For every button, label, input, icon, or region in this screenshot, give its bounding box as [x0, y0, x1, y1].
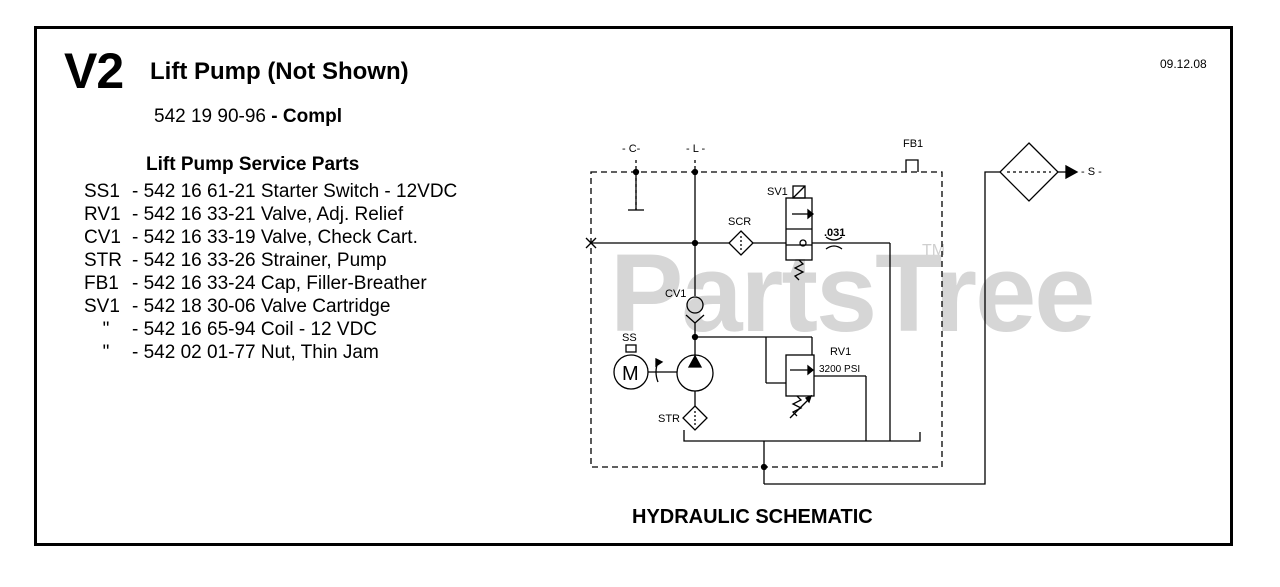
part-desc: - 542 02 01-77 Nut, Thin Jam — [132, 342, 379, 363]
rv1-label: RV1 — [830, 346, 851, 358]
assembly-part-number: 542 19 90-96 - Compl — [154, 106, 342, 128]
str-strainer — [682, 405, 708, 431]
rv1-adjust-head — [804, 394, 813, 404]
list-item: RV1 - 542 16 33-21 Valve, Adj. Relief — [84, 203, 457, 226]
part-ref: " — [102, 342, 110, 363]
revision-date: 09.12.08 — [1160, 57, 1207, 71]
part-ref: SS1 — [84, 181, 120, 202]
scr-strainer — [728, 230, 754, 256]
part-ref: STR — [84, 250, 122, 271]
schematic-title: HYDRAULIC SCHEMATIC — [632, 506, 873, 528]
rv1-adjust — [789, 397, 811, 419]
fb1-label: FB1 — [903, 138, 923, 150]
service-parts-list: SS1 - 542 16 61-21 Starter Switch - 12VDC… — [84, 180, 457, 364]
port-c-label: - C- — [622, 143, 641, 155]
watermark: PartsTree — [610, 232, 1095, 355]
list-item: " - 542 16 65-94 Coil - 12 VDC — [84, 318, 457, 341]
return-node — [760, 463, 768, 471]
port-s-label: - S - — [1081, 166, 1102, 178]
sv1-check — [799, 239, 807, 247]
orifice-bottom — [825, 245, 843, 250]
part-desc: - 542 16 33-26 Strainer, Pump — [132, 250, 387, 271]
sv1-arrowhead — [807, 208, 815, 220]
port-l-label: - L - — [686, 143, 705, 155]
plug-x-2 — [585, 237, 597, 249]
motor-symbol: M — [622, 363, 639, 385]
part-desc: - 542 16 61-21 Starter Switch - 12VDC — [132, 181, 458, 202]
orifice-top — [825, 236, 843, 241]
junction-node — [691, 239, 699, 247]
cv1-seat — [685, 314, 705, 324]
rotation-arrowhead — [655, 357, 664, 368]
part-desc: - 542 18 30-06 Valve Cartridge — [132, 296, 391, 317]
filter-diamond — [999, 142, 1059, 202]
cv1-label: CV1 — [665, 288, 686, 300]
list-item: SS1 - 542 16 61-21 Starter Switch - 12VDC — [84, 180, 457, 203]
list-item: STR - 542 16 33-26 Strainer, Pump — [84, 249, 457, 272]
part-number: 542 19 90-96 — [154, 106, 266, 127]
sv1-spring — [793, 259, 805, 281]
breather-symbol — [905, 159, 919, 172]
list-item: SV1 - 542 18 30-06 Valve Cartridge — [84, 295, 457, 318]
watermark-tm: TM — [922, 242, 946, 259]
list-item: FB1 - 542 16 33-24 Cap, Filler-Breather — [84, 272, 457, 295]
part-ref: " — [102, 319, 110, 340]
part-desc: - 542 16 33-24 Cap, Filler-Breather — [132, 273, 427, 294]
ss-label: SS — [622, 332, 637, 344]
cv1-ball — [686, 296, 704, 314]
scr-label: SCR — [728, 216, 751, 228]
rv1-spring — [791, 395, 803, 417]
rv1-body — [785, 354, 815, 397]
sv1-coil — [792, 185, 806, 199]
tank-bottom-line — [683, 430, 921, 442]
orifice-label: .031 — [824, 227, 845, 239]
part-desc: - 542 16 33-19 Valve, Check Cart. — [132, 227, 418, 248]
service-parts-title: Lift Pump Service Parts — [146, 154, 360, 175]
list-item: CV1 - 542 16 33-19 Valve, Check Cart. — [84, 226, 457, 249]
rv1-pressure: 3200 PSI — [819, 364, 860, 375]
return-to-filter — [764, 171, 1000, 485]
part-ref: RV1 — [84, 204, 121, 225]
part-desc: - 542 16 65-94 Coil - 12 VDC — [132, 319, 378, 340]
part-ref: FB1 — [84, 273, 119, 294]
part-desc: - 542 16 33-21 Valve, Adj. Relief — [132, 204, 404, 225]
sv1-label: SV1 — [767, 186, 788, 198]
outlet-arrow — [1065, 164, 1079, 180]
rv1-arrowhead — [807, 364, 815, 376]
list-item: " - 542 02 01-77 Nut, Thin Jam — [84, 341, 457, 364]
str-label: STR — [658, 413, 680, 425]
page-frame — [34, 26, 1233, 546]
page-title: Lift Pump (Not Shown) — [150, 58, 409, 85]
part-ref: SV1 — [84, 296, 120, 317]
section-code: V2 — [64, 43, 124, 99]
sv1-coil-slash — [792, 185, 806, 199]
part-ref: CV1 — [84, 227, 121, 248]
part-suffix: - Compl — [271, 106, 342, 127]
pump-arrow — [687, 354, 703, 368]
ss-switch — [625, 344, 637, 353]
